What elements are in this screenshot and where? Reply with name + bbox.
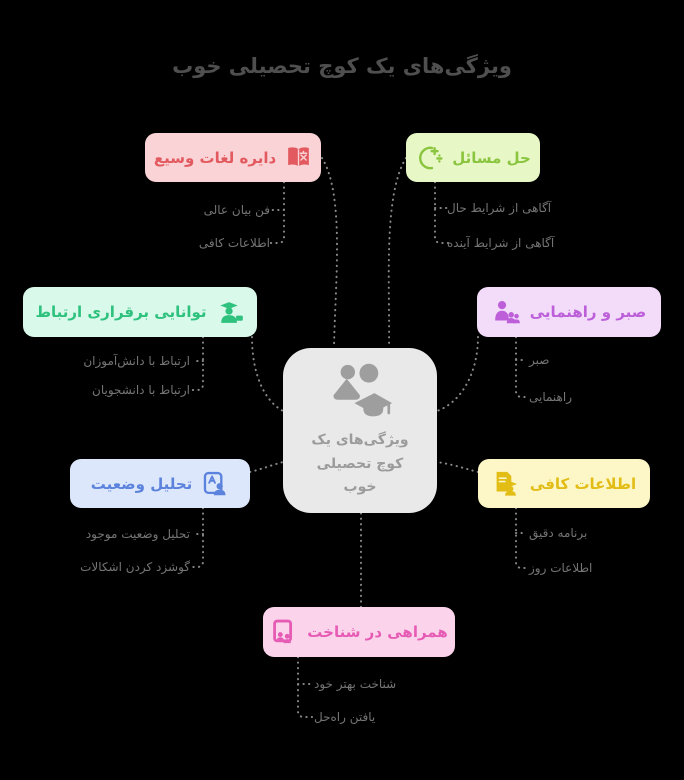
edge-patience-center xyxy=(436,336,479,412)
center-line-2: کوچ تحصیلی xyxy=(316,455,404,472)
edge-problem-children xyxy=(434,181,450,244)
branch-communication-label: توانایی برقراری ارتباط xyxy=(35,303,207,321)
center-node-label: ویژگی‌های یک کوچ تحصیلی خوب xyxy=(311,429,408,500)
edge-vocabulary-children xyxy=(269,181,285,244)
edge-info-center xyxy=(436,461,479,473)
page-title: ویژگی‌های یک کوچ تحصیلی خوب xyxy=(172,54,512,78)
center-line-3: خوب xyxy=(343,479,377,496)
child-analysis-1: تحلیل وضعیت موجود xyxy=(85,527,190,541)
branch-problem-solving: حل مسائل xyxy=(406,133,540,182)
branch-sufficient-info: اطلاعات کافی xyxy=(478,459,650,508)
edge-recognition-children xyxy=(297,656,313,718)
child-recognition-2: یافتن راه‌حل xyxy=(314,710,376,724)
screen-letter-icon xyxy=(204,471,226,495)
mind-sparkle-icon xyxy=(419,146,443,169)
center-node: ویژگی‌های یک کوچ تحصیلی خوب xyxy=(283,348,437,513)
branch-patience-guidance-label: صبر و راهنمایی xyxy=(529,303,647,321)
child-patience-2: راهنمایی xyxy=(529,390,573,404)
edge-communication-center xyxy=(251,336,284,412)
graduate-person-icon xyxy=(219,301,243,323)
family-icon xyxy=(494,300,520,323)
branch-vocabulary-label: دایره لغات وسیع xyxy=(153,148,277,167)
translate-book-icon xyxy=(288,147,310,167)
branch-recognition-support-label: همراهی در شناخت xyxy=(307,623,448,641)
edge-vocabulary-center xyxy=(321,157,339,349)
branch-situation-analysis: تحلیل وضعیت xyxy=(70,459,250,508)
branch-recognition-support: همراهی در شناخت xyxy=(263,607,455,657)
edge-problem-center xyxy=(387,157,407,349)
graduates-group-icon xyxy=(333,363,393,417)
branch-communication: توانایی برقراری ارتباط xyxy=(23,287,257,337)
child-info-1: برنامه دقیق xyxy=(529,526,588,540)
child-info-2: اطلاعات روز xyxy=(529,561,593,575)
document-graduate-icon xyxy=(496,471,518,496)
child-communication-2: ارتباط با دانشجویان xyxy=(92,383,190,397)
board-people-icon xyxy=(273,619,293,644)
child-problem-2: آگاهی از شرایط آینده xyxy=(447,236,555,250)
child-communication-1: ارتباط با دانش‌آموزان xyxy=(83,354,190,368)
edge-info-children xyxy=(515,507,528,569)
branch-situation-analysis-label: تحلیل وضعیت xyxy=(90,474,193,493)
child-vocabulary-2: اطلاعات کافی xyxy=(198,236,270,250)
edge-communication-children xyxy=(190,336,204,391)
edge-analysis-center xyxy=(249,461,284,473)
branch-problem-solving-label: حل مسائل xyxy=(452,148,531,167)
edge-patience-children xyxy=(515,336,528,398)
child-problem-1: آگاهی از شرایط حال xyxy=(447,201,552,215)
child-patience-1: صبر xyxy=(529,353,550,367)
child-analysis-2: گوشزد کردن اشکالات xyxy=(80,560,190,574)
edge-analysis-children xyxy=(190,507,204,568)
child-recognition-1: شناخت بهتر خود xyxy=(314,677,397,691)
branch-vocabulary: دایره لغات وسیع xyxy=(145,133,321,182)
child-vocabulary-1: فن بیان عالی xyxy=(203,203,270,217)
branch-patience-guidance: صبر و راهنمایی xyxy=(477,287,661,337)
center-line-1: ویژگی‌های یک xyxy=(311,431,409,448)
branch-sufficient-info-label: اطلاعات کافی xyxy=(529,474,637,493)
